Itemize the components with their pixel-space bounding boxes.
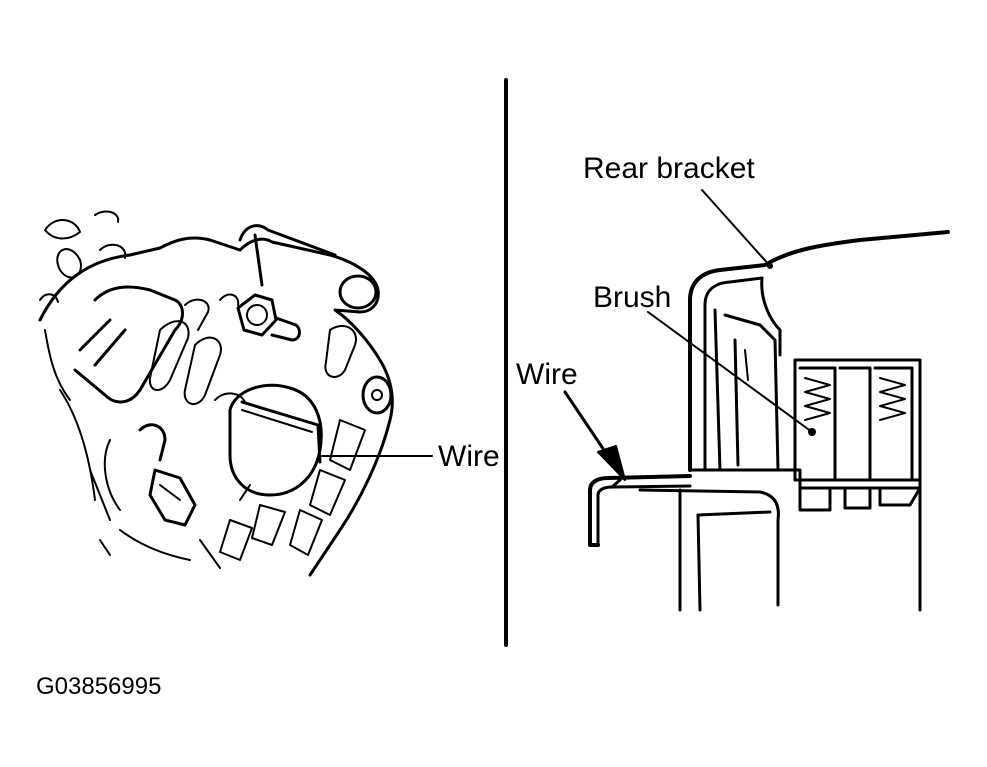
- right-wire-label: Wire: [516, 358, 578, 391]
- alternator-rear-view: [38, 210, 394, 577]
- rear-bracket-dot: [767, 263, 773, 269]
- brush-label: Brush: [593, 281, 671, 314]
- brush-holder-cross-section: [588, 230, 950, 612]
- rear-bracket-leader: [701, 189, 771, 267]
- rear-bracket-label: Rear bracket: [583, 152, 755, 185]
- figure-code: G03856995: [36, 673, 161, 700]
- left-wire-label: Wire: [438, 440, 500, 473]
- right-wire-arrow: [563, 390, 626, 481]
- brush-leader: [647, 311, 813, 433]
